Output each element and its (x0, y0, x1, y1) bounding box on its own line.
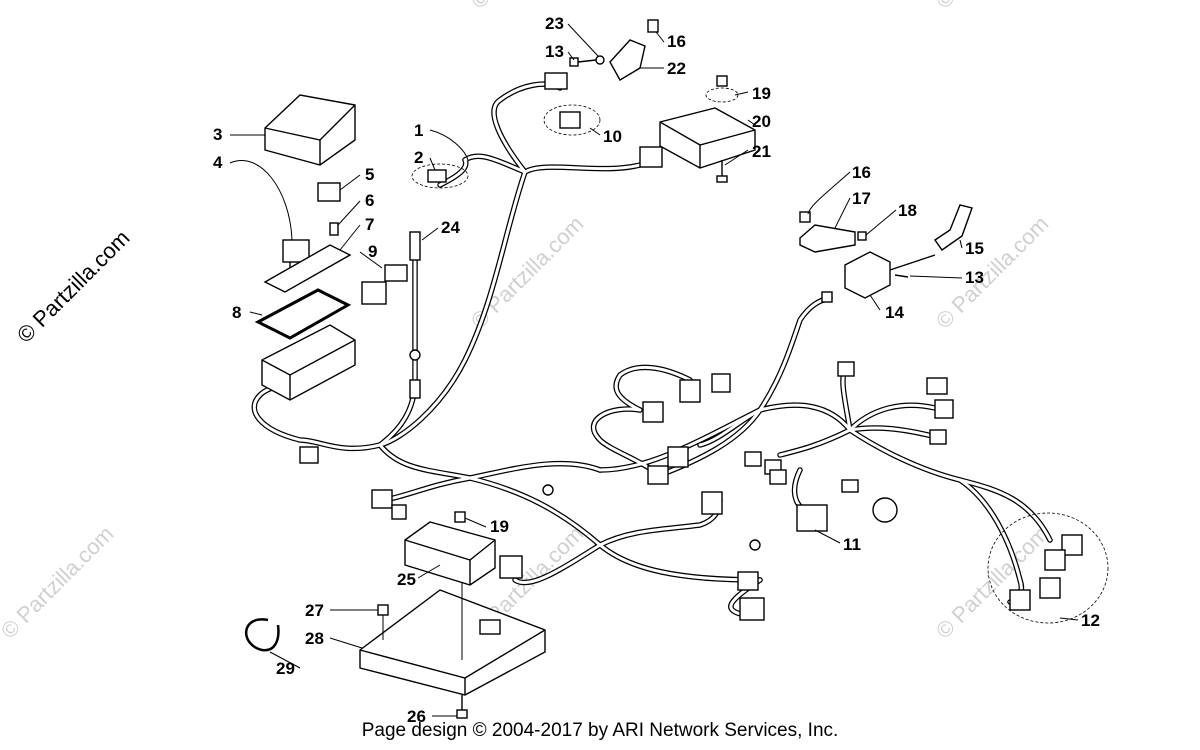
part-3-fuse-box-cover (264, 94, 356, 166)
callout-20: 20 (752, 112, 771, 131)
wiring-harness (251, 81, 1053, 618)
part-6-fuse (329, 222, 339, 236)
part-20-voltage-regulator (659, 107, 756, 169)
callout-2: 2 (414, 148, 423, 167)
callout-24: 24 (441, 218, 460, 237)
wire-segment (513, 543, 602, 585)
watermark: © Partzilla.com (931, 211, 1054, 334)
callout-18: 18 (898, 201, 917, 220)
part-25-control-module (404, 521, 496, 586)
callout-28: 28 (305, 629, 324, 648)
watermark: © Partzilla.com (931, 521, 1054, 644)
watermark: © Partzilla.com (931, 0, 1054, 14)
callout-17: 17 (852, 189, 871, 208)
part-5-relay (317, 182, 341, 202)
part-29-clamp (245, 618, 280, 652)
part-harness-connectors (299, 291, 954, 621)
wire-segment (658, 408, 762, 477)
callout-10: 10 (603, 127, 622, 146)
part-17-bracket (799, 224, 856, 253)
brand-text: © Partzilla.com (12, 225, 135, 348)
callout-1: 1 (414, 121, 423, 140)
callout-21: 21 (752, 142, 771, 161)
callout-27: 27 (305, 601, 324, 620)
part-22-bracket (609, 39, 646, 81)
part-23-washer (595, 55, 605, 65)
callout-13-right: 13 (965, 268, 984, 287)
partzilla-brand: © Partzilla.com (6, 180, 176, 350)
callout-22: 22 (667, 59, 686, 78)
wire-segment (614, 365, 692, 412)
wire-segment (847, 427, 1053, 543)
callout-19: 19 (752, 84, 771, 103)
part-26-screw (456, 695, 468, 719)
callout-6: 6 (365, 191, 374, 210)
callout-7: 7 (365, 215, 374, 234)
callout-26: 26 (407, 707, 426, 726)
part-9-connector (361, 264, 408, 305)
callout-23: 23 (545, 14, 564, 33)
callout-16-right: 16 (852, 163, 871, 182)
wire-segment (848, 403, 937, 432)
wire-segment (383, 476, 472, 502)
wire-segment (492, 82, 562, 174)
callout-11: 11 (843, 535, 861, 554)
wire-segment (438, 158, 468, 187)
part-14-ignition-coil (844, 251, 936, 299)
callout-12: 12 (1081, 611, 1100, 630)
callout-16: 16 (667, 32, 686, 51)
callout-4: 4 (213, 153, 223, 172)
wire-segment (463, 154, 642, 174)
leader-lines (229, 23, 1079, 717)
part-8-gasket (254, 288, 352, 340)
part-21-screw (716, 160, 728, 183)
wire-segment (758, 296, 832, 412)
part-18-screw (857, 231, 867, 241)
part-16-nut-top (647, 19, 659, 33)
part-13-screw-top (569, 57, 597, 67)
callout-13: 13 (545, 42, 564, 61)
part-regulator-connector (639, 146, 663, 168)
part-16-nut-right (799, 211, 811, 223)
callout-8: 8 (232, 303, 241, 322)
part-11-connector-group (796, 497, 898, 532)
wire-segment (698, 408, 762, 447)
callout-9: 9 (368, 242, 377, 261)
callout-5: 5 (365, 165, 374, 184)
wire-segment (378, 170, 527, 447)
part-10-connector (543, 104, 601, 136)
watermark: © Partzilla.com (466, 0, 589, 14)
part-1-connector (544, 72, 568, 90)
part-28-mounting-plate (359, 589, 546, 696)
callout-3: 3 (213, 125, 222, 144)
callout-29: 29 (276, 659, 295, 678)
part-2-connector (411, 163, 469, 189)
part-fuse-box (261, 324, 356, 401)
part-24-sensor (409, 231, 421, 399)
callout-15: 15 (965, 239, 984, 258)
wire-segment (592, 407, 662, 477)
part-13-screw-right (894, 274, 909, 278)
callout-14: 14 (885, 303, 904, 322)
part-19-nut (705, 75, 739, 103)
callout-25: 25 (397, 570, 416, 589)
part-7-fuse-panel-label (263, 244, 352, 293)
part-15-spark-plug-cap (934, 204, 973, 251)
wire-segment (778, 428, 852, 457)
callout-labels: 1 2 3 4 5 6 7 8 9 10 11 12 13 13 14 15 1… (213, 14, 1100, 726)
part-4-relay (282, 239, 310, 270)
watermark: © Partzilla.com (0, 521, 118, 644)
part-19-nut-lower (454, 511, 466, 523)
callout-19-lower: 19 (490, 517, 509, 536)
part-27-screw (377, 604, 389, 616)
part-12-connector-group (987, 512, 1109, 624)
footer-copyright: Page design © 2004-2017 by ARI Network S… (361, 720, 839, 741)
